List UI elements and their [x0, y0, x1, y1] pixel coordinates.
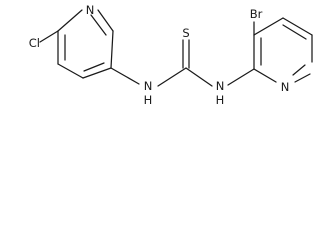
bond-c2-c3: [110, 30, 114, 69]
bond-c-nh-right: [185, 67, 213, 87]
bond-ring-left-to-nh: [110, 67, 140, 85]
bond-r-c6-n-double: [292, 64, 306, 76]
thiourea-structure-diagram: N Cl N H S N H Br N: [29, 3, 313, 107]
atom-label-br: Br: [250, 7, 263, 21]
bond-c3-c4: [82, 67, 112, 79]
atom-label-n-right-ring: N: [281, 80, 290, 94]
bond-n1-c2: [97, 9, 114, 32]
bond-r-c3-c4: [253, 17, 284, 36]
bond-n1-c2-double: [90, 14, 107, 36]
bond-r-c4-c5-double: [282, 24, 307, 40]
bond-nh-left-c: [157, 67, 187, 87]
bond-r-c6-n: [294, 73, 311, 83]
left-pyridine-ring: [39, 9, 114, 79]
bond-nh-to-ring-right: [227, 68, 255, 86]
atom-label-n-amine-left: N: [144, 79, 153, 93]
bond-c6-cl: [39, 30, 59, 43]
bond-c6-n1: [57, 9, 83, 32]
atom-label-h-amine-left: H: [144, 93, 153, 107]
atom-label-cl: Cl: [29, 36, 40, 50]
thiourea-core: [157, 39, 213, 87]
bond-c3-c4-double: [83, 62, 105, 72]
atom-label-h-amine-right: H: [216, 93, 225, 107]
right-pyridine-ring: [253, 17, 313, 83]
bond-r-n-c2: [253, 68, 277, 83]
atom-label-n-left-ring: N: [86, 3, 95, 17]
atom-label-s: S: [182, 26, 189, 40]
bond-r-c4-c5: [282, 17, 313, 36]
atom-label-n-amine-right: N: [216, 79, 225, 93]
bond-c4-c5: [57, 63, 84, 79]
